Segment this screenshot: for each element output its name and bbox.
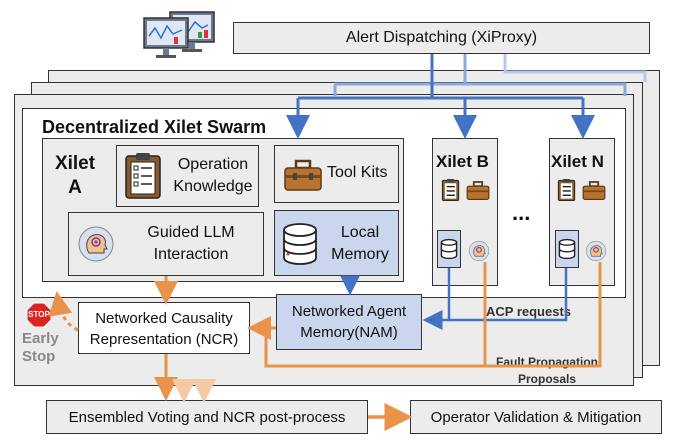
- nam-box: Networked Agent Memory(NAM): [276, 294, 422, 350]
- ncr-box: Networked Causality Representation (NCR): [78, 302, 250, 354]
- ai-head-icon: [585, 240, 607, 262]
- ellipsis-text: ...: [512, 200, 531, 225]
- xilet-n-memory: [555, 230, 579, 268]
- xilet-n-label: Xilet N: [551, 152, 604, 171]
- stop-sign-text: STOP: [28, 310, 50, 319]
- ensembled-voting-box: Ensembled Voting and NCR post-process: [46, 400, 368, 434]
- ensembled-voting-label: Ensembled Voting and NCR post-process: [68, 408, 346, 426]
- early-stop-label: Early Stop: [22, 330, 59, 365]
- operation-knowledge-label: Operation Knowledge: [173, 156, 253, 195]
- guided-llm-box: Guided LLM Interaction: [68, 212, 264, 276]
- guided-llm-label: Guided LLM Interaction: [147, 224, 235, 263]
- ncr-label: Networked Causality Representation (NCR): [89, 310, 239, 348]
- acp-requests-label: ACP requests: [486, 304, 572, 319]
- operator-validation-label: Operator Validation & Mitigation: [430, 408, 642, 426]
- toolbox-icon: [284, 159, 322, 191]
- alert-dispatching-box: Alert Dispatching (XiProxy): [233, 22, 650, 54]
- operator-validation-box: Operator Validation & Mitigation: [410, 400, 662, 434]
- swarm-title: Decentralized Xilet Swarm: [42, 117, 267, 137]
- xilet-b-memory: [437, 230, 461, 268]
- xilet-b-label: Xilet B: [436, 152, 489, 171]
- clipboard-icon: [557, 178, 576, 202]
- toolbox-icon: [466, 181, 490, 200]
- fault-propagation-label: Fault Propagation Proposals: [496, 355, 598, 386]
- database-icon: [558, 238, 576, 260]
- monitor-icon: [140, 10, 220, 60]
- clipboard-icon: [441, 178, 460, 202]
- ai-head-icon: [468, 240, 490, 262]
- stop-sign-icon: [26, 302, 52, 328]
- local-memory-box: Local Memory: [274, 210, 399, 276]
- database-icon: [283, 223, 317, 265]
- database-icon: [440, 238, 458, 260]
- alert-dispatching-label: Alert Dispatching (XiProxy): [345, 29, 538, 46]
- tool-kits-label: Tool Kits: [327, 164, 388, 181]
- operation-knowledge-box: Operation Knowledge: [116, 145, 259, 207]
- xilet-a-label: Xilet A: [54, 153, 96, 198]
- local-memory-label: Local Memory: [331, 224, 389, 263]
- toolbox-icon: [582, 181, 606, 200]
- clipboard-icon: [125, 153, 161, 199]
- tool-kits-box: Tool Kits: [274, 145, 399, 203]
- nam-label: Networked Agent Memory(NAM): [291, 303, 407, 341]
- ai-head-icon: [78, 226, 114, 262]
